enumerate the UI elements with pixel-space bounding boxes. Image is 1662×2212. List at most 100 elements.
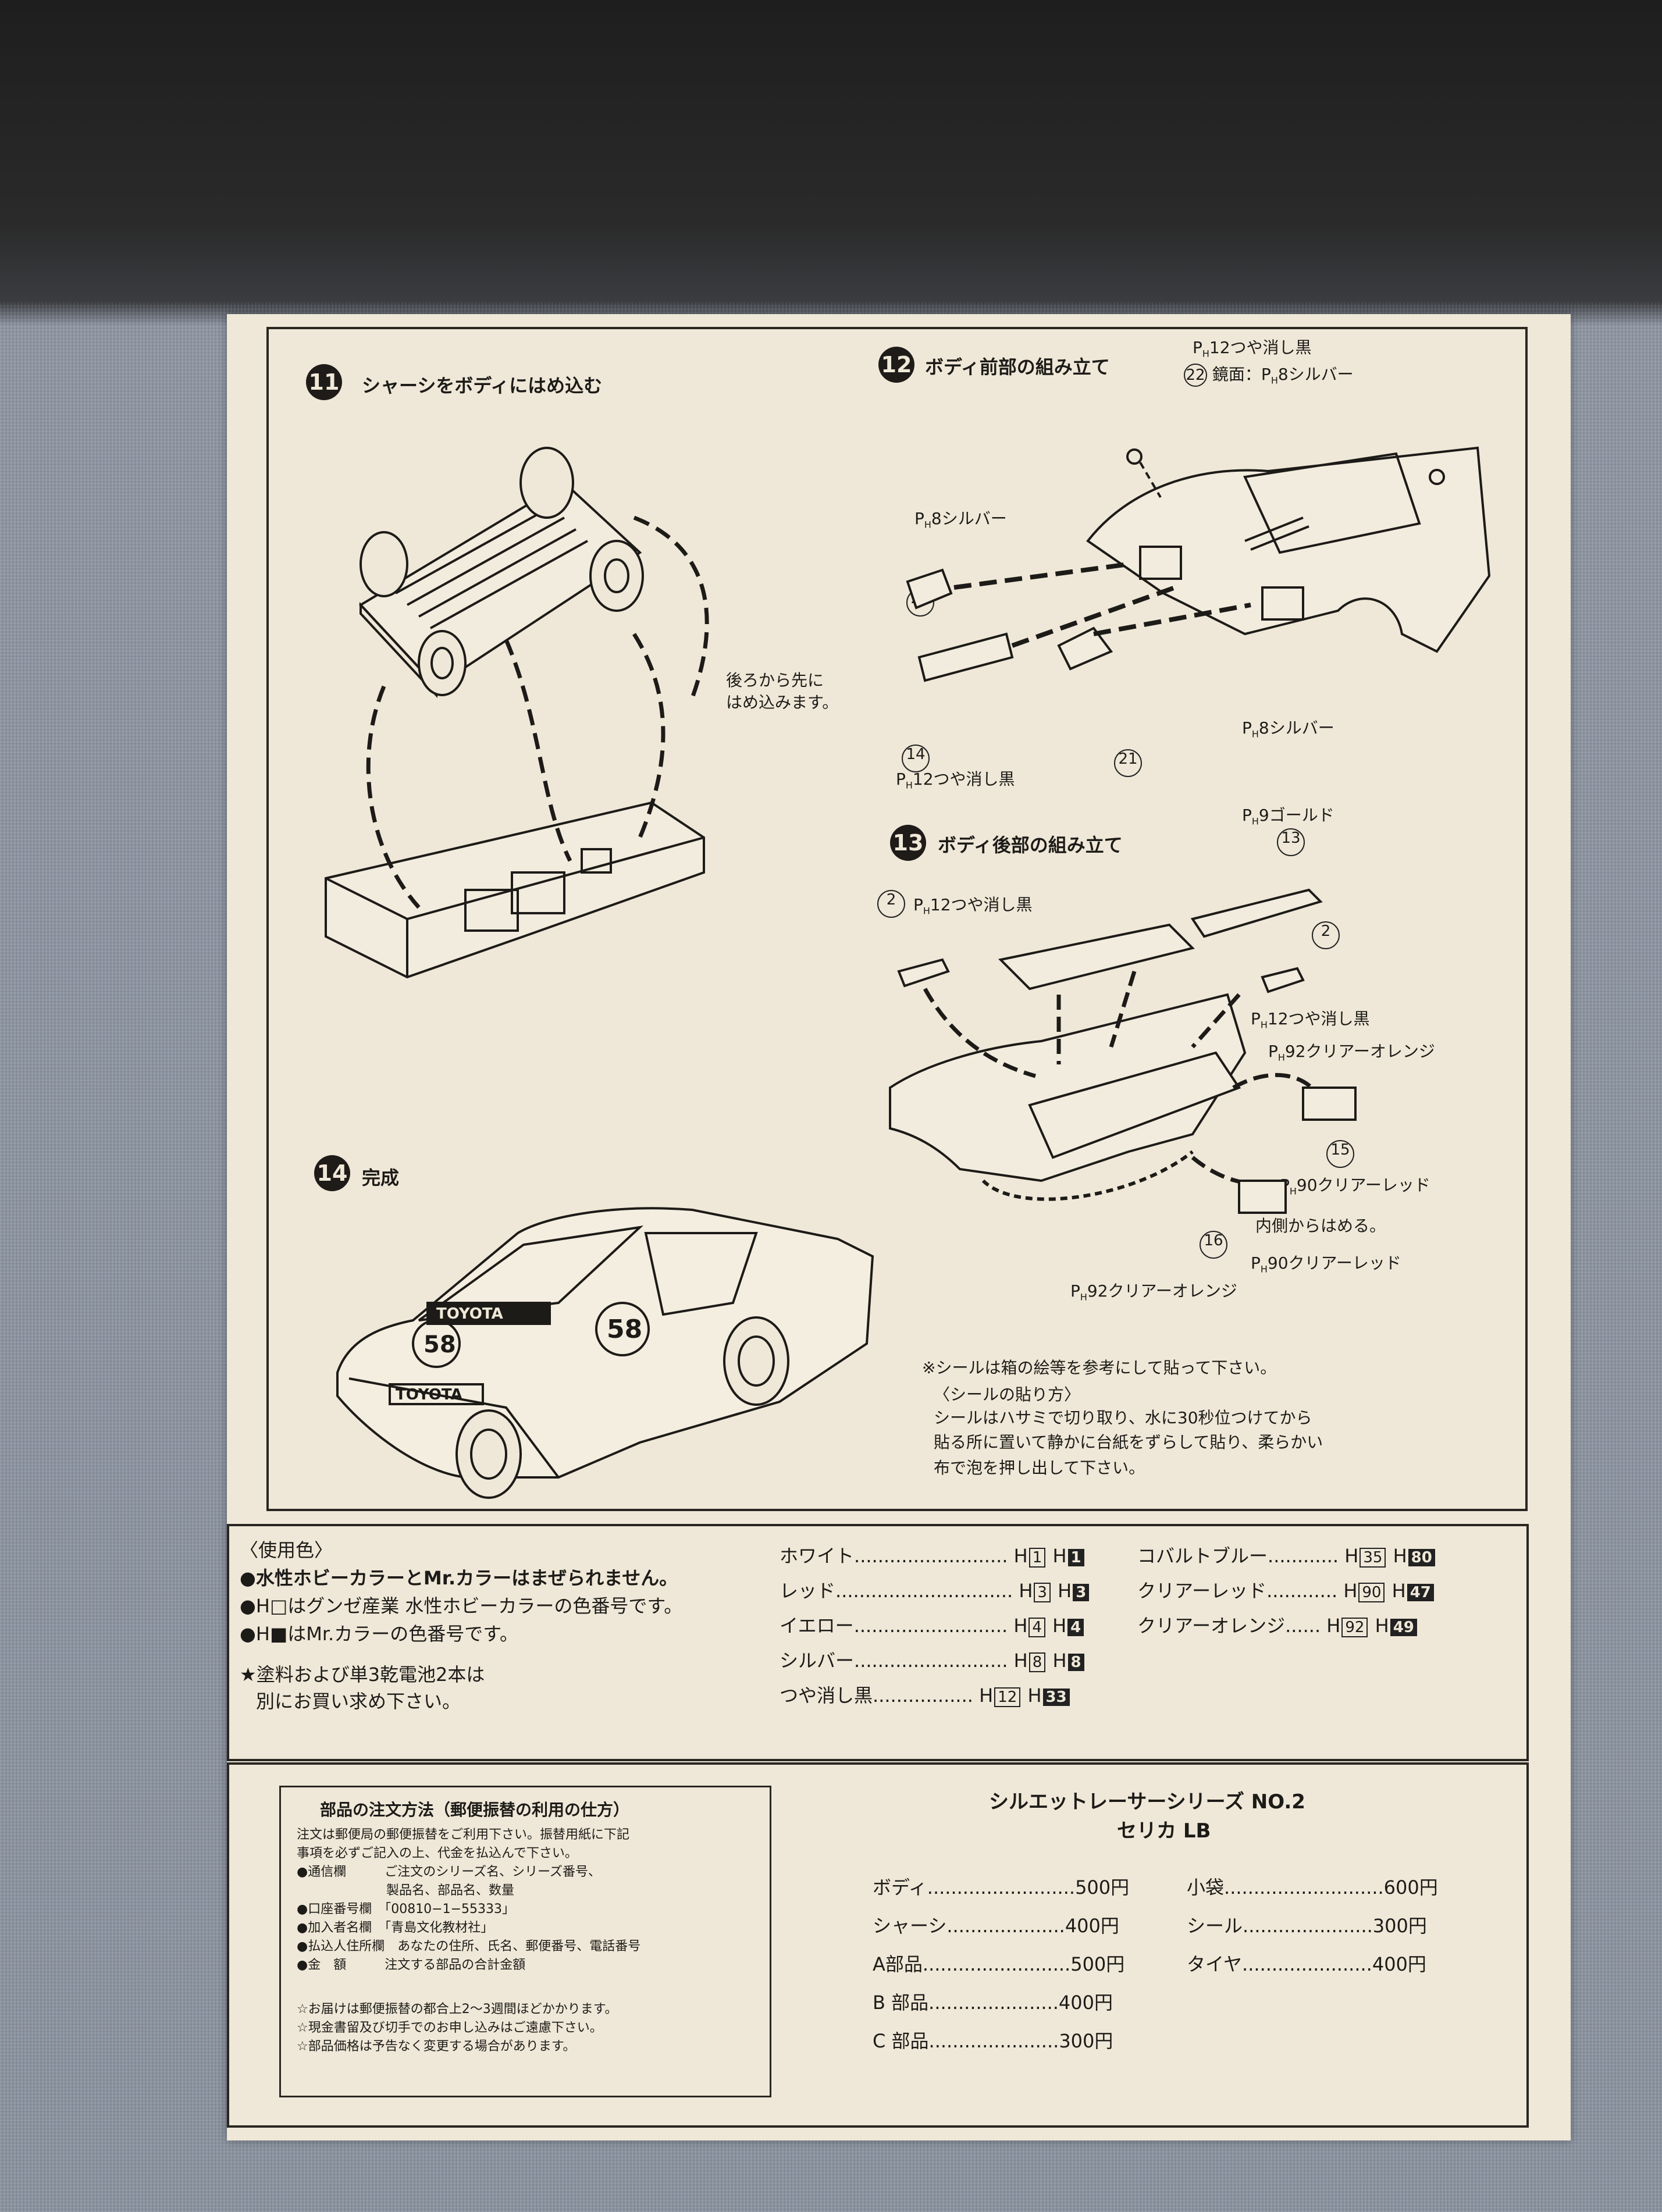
model-name: セリカ LB: [1117, 1819, 1211, 1843]
color-name: イエロー: [780, 1615, 854, 1637]
battery-note-1: ★塗料および単3乾電池2本は: [240, 1664, 485, 1686]
step-13-label-red2: PH90クリアーレッド: [1251, 1253, 1401, 1275]
step-12-front-body-illustration: [906, 446, 1491, 682]
part-21-marker: 21: [1114, 749, 1142, 777]
step-12-label-bottom: PH12つや消し黒: [896, 770, 1015, 791]
part-14-marker: 14: [902, 745, 930, 772]
step-11-note-line2: はめ込みます。: [726, 693, 839, 712]
step-13-rear-body-illustration: [889, 888, 1357, 1214]
hobby-color-code: 92: [1341, 1618, 1368, 1637]
paint-panel: [227, 1524, 1529, 1761]
paint-note-2: ●H□はグンゼ産業 水性ホビーカラーの色番号です。: [240, 1595, 683, 1617]
part-price: 400円: [1372, 1953, 1426, 1975]
dot-leader: ..........................: [854, 1650, 1008, 1672]
order-method-box: [279, 1786, 771, 2097]
step-13-label-red2-text: 90クリアーレッド: [1267, 1253, 1401, 1273]
dot-leader: .........................: [922, 1953, 1071, 1975]
part-price: 600円: [1383, 1876, 1438, 1898]
mr-color-code: 1: [1067, 1549, 1084, 1566]
part-15-marker: 15: [1326, 1140, 1354, 1168]
instruction-sheet: 11 シャーシをボディにはめ込む 後ろから先に はめ込みます。: [227, 314, 1571, 2140]
paint-note-1: ●水性ホビーカラーとMr.カラーはまぜられません。: [240, 1567, 678, 1589]
dot-leader: ............: [1268, 1545, 1339, 1567]
dot-leader: ......................: [928, 2030, 1059, 2052]
part-name: A部品: [873, 1953, 923, 1975]
paint-title: 〈使用色〉: [240, 1539, 333, 1561]
step-13-number: 13: [890, 825, 926, 861]
order-line: 注文は郵便局の郵便振替をご利用下さい。振替用紙に下記: [297, 1828, 630, 1842]
car-number-side: 58: [607, 1315, 642, 1344]
hobby-color-code: 3: [1034, 1583, 1051, 1602]
part-16-marker: 16: [1200, 1231, 1227, 1259]
order-title: 部品の注文方法（郵便振替の利用の仕方）: [320, 1800, 630, 1819]
part-price: 400円: [1065, 1915, 1119, 1937]
order-line: ☆部品価格は予告なく変更する場合があります。: [297, 2039, 576, 2054]
order-line: ☆現金書留及び切手でのお申し込みはご遠慮下さい。: [297, 2021, 603, 2035]
step-12-label-top2: 22 鏡面：PH8シルバー: [1184, 362, 1354, 387]
step-12-label-top1: PH12つや消し黒: [1193, 338, 1312, 359]
mr-color-code: 8: [1067, 1654, 1084, 1671]
step-13-title: ボディ後部の組み立て: [938, 834, 1123, 856]
price-row: シャーシ....................400円: [873, 1911, 1119, 1938]
mr-color-code: 33: [1042, 1689, 1070, 1706]
part-name: C 部品: [873, 2030, 929, 2052]
dot-leader: ....................: [946, 1915, 1065, 1937]
mr-color-code: 47: [1407, 1584, 1434, 1601]
step-13-label-orange2-text: 92クリアーオレンジ: [1087, 1281, 1237, 1301]
step-13-label-right: PH12つや消し黒: [1251, 1009, 1370, 1031]
step-11-note-line1: 後ろから先に: [726, 671, 824, 690]
hobby-color-code: 8: [1028, 1652, 1046, 1672]
dot-leader: ............: [1266, 1580, 1338, 1602]
order-line: 製品名、部品名、数量: [297, 1883, 515, 1898]
dot-leader: ..........................: [854, 1545, 1008, 1567]
part-name: タイヤ: [1187, 1953, 1243, 1975]
step-12-label-left-text: 8シルバー: [931, 509, 1007, 528]
car-number-front: 58: [423, 1331, 456, 1358]
part-price: 500円: [1070, 1953, 1125, 1975]
step-11-chassis-illustration: [325, 447, 709, 979]
color-name: コバルトブルー: [1137, 1545, 1268, 1567]
assembly-frame: [266, 327, 1528, 1511]
hobby-color-code: 4: [1028, 1618, 1045, 1637]
mr-color-code: 49: [1390, 1619, 1417, 1636]
step-13-label-right-text: 12つや消し黒: [1267, 1009, 1370, 1028]
step-12-title: ボディ前部の組み立て: [925, 356, 1110, 378]
price-row: B 部品......................400円: [873, 1988, 1113, 2015]
mr-color-code: 4: [1067, 1619, 1084, 1636]
step-13-label-left-text: 12つや消し黒: [930, 895, 1033, 914]
color-name: クリアーレッド: [1137, 1580, 1267, 1602]
step-12-label-right-text: 8シルバー: [1258, 718, 1334, 738]
price-row: A部品.........................500円: [873, 1950, 1124, 1976]
dot-leader: ..........................: [853, 1615, 1008, 1637]
order-line: ●口座番号欄 「00810−1−55333」: [297, 1902, 515, 1917]
part-name: B 部品: [873, 1992, 929, 2014]
price-row: ボディ.........................500円: [873, 1873, 1129, 1900]
decal-note-1: ※シールは箱の絵等を参考にして貼って下さい。: [922, 1358, 1277, 1377]
part-22-marker: 22: [1184, 364, 1207, 387]
dot-leader: ......................: [1243, 1915, 1373, 1937]
step-14-number: 14: [314, 1155, 350, 1191]
order-line: 事項を必ずご記入の上、代金を払込んで下さい。: [297, 1846, 578, 1861]
step-12-label-bottom-text: 12つや消し黒: [912, 770, 1015, 789]
part-name: シャーシ: [873, 1915, 947, 1937]
step-13-label-orange2: PH92クリアーオレンジ: [1070, 1281, 1237, 1303]
part-name: ボディ: [873, 1876, 927, 1898]
color-name: つや消し黒: [780, 1684, 873, 1707]
dot-leader: .........................: [927, 1876, 1076, 1898]
step-13-label-gold: PH9ゴールド: [1242, 806, 1334, 827]
step-12-label-top2b-text: 8シルバー: [1277, 365, 1354, 384]
order-line: ☆お届けは郵便振替の都合上2〜3週間ほどかかります。: [297, 2002, 618, 2017]
step-11-number: 11: [306, 364, 342, 400]
part-price: 500円: [1075, 1876, 1130, 1898]
decal-note-4: 貼る所に置いて静かに台紙をずらして貼り、柔らかい: [934, 1433, 1323, 1452]
step-13-label-red1-text: 90クリアーレッド: [1296, 1176, 1430, 1195]
dot-leader: ..............................: [835, 1580, 1013, 1602]
series-title: シルエットレーサーシリーズ NO.2: [989, 1790, 1305, 1814]
dot-leader: ...........................: [1224, 1876, 1384, 1898]
